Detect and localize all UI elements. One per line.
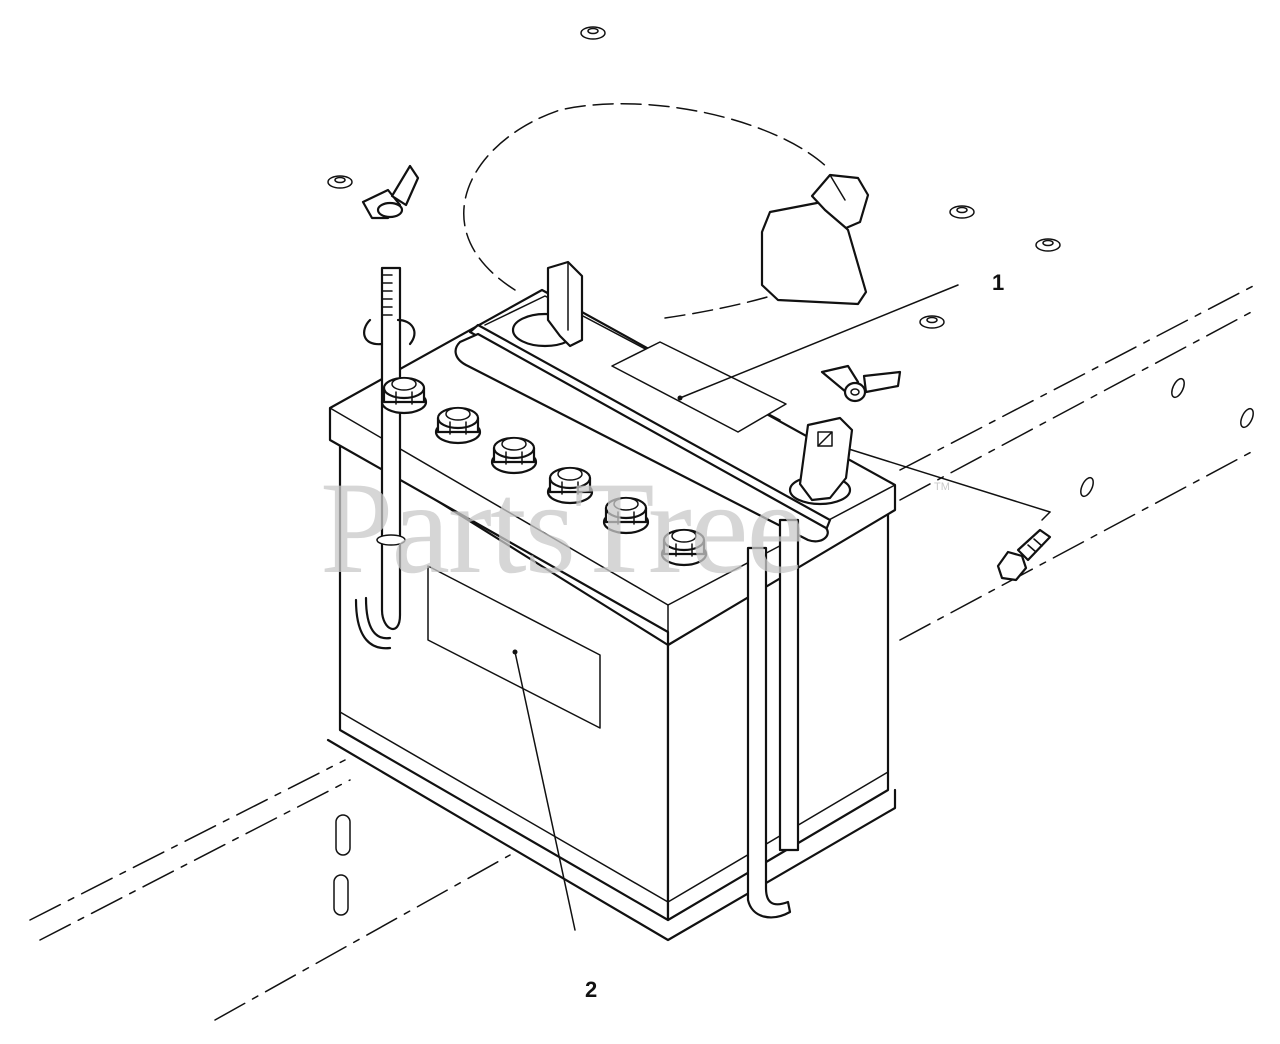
vent-caps: [380, 376, 708, 567]
callout-1-leader: [679, 284, 959, 399]
hex-bolt: [996, 528, 1052, 582]
frame-rail-left: [29, 759, 511, 1021]
vent-cap: [546, 466, 594, 505]
cable-routing-path: [463, 102, 831, 291]
svg-text:PartsTree: PartsTree: [320, 454, 803, 601]
front-label: [427, 565, 601, 729]
vent-cap: [434, 406, 482, 445]
callout-1-label: 1: [992, 270, 1004, 295]
mounting-holes: [327, 26, 1061, 329]
callout-1-dot: [677, 395, 683, 401]
wing-nut-right: [820, 364, 902, 403]
callout-2-label: 2: [585, 977, 597, 1002]
vent-cap: [490, 436, 538, 475]
terminal-positive: [788, 416, 854, 506]
frame-rail-right: [899, 284, 1256, 641]
svg-text:TM: TM: [934, 481, 950, 493]
hold-down-rod-left: [354, 266, 416, 650]
hold-down-rod-right: [746, 518, 800, 919]
terminal-negative: [511, 260, 584, 348]
vent-cap: [660, 528, 708, 567]
vent-cap: [602, 496, 650, 535]
watermark: PartsTree TM: [320, 454, 950, 601]
vent-cap: [380, 376, 428, 415]
terminal-cover-boot: [760, 173, 870, 306]
top-label: [611, 341, 787, 433]
wing-nut-left: [361, 164, 420, 220]
bolt-guide-line: [819, 439, 1051, 513]
callout-2-leader: [514, 651, 576, 931]
bolt-leader: [1041, 511, 1051, 521]
hold-down-bar: [454, 323, 832, 543]
callout-2-dot: [512, 649, 518, 655]
